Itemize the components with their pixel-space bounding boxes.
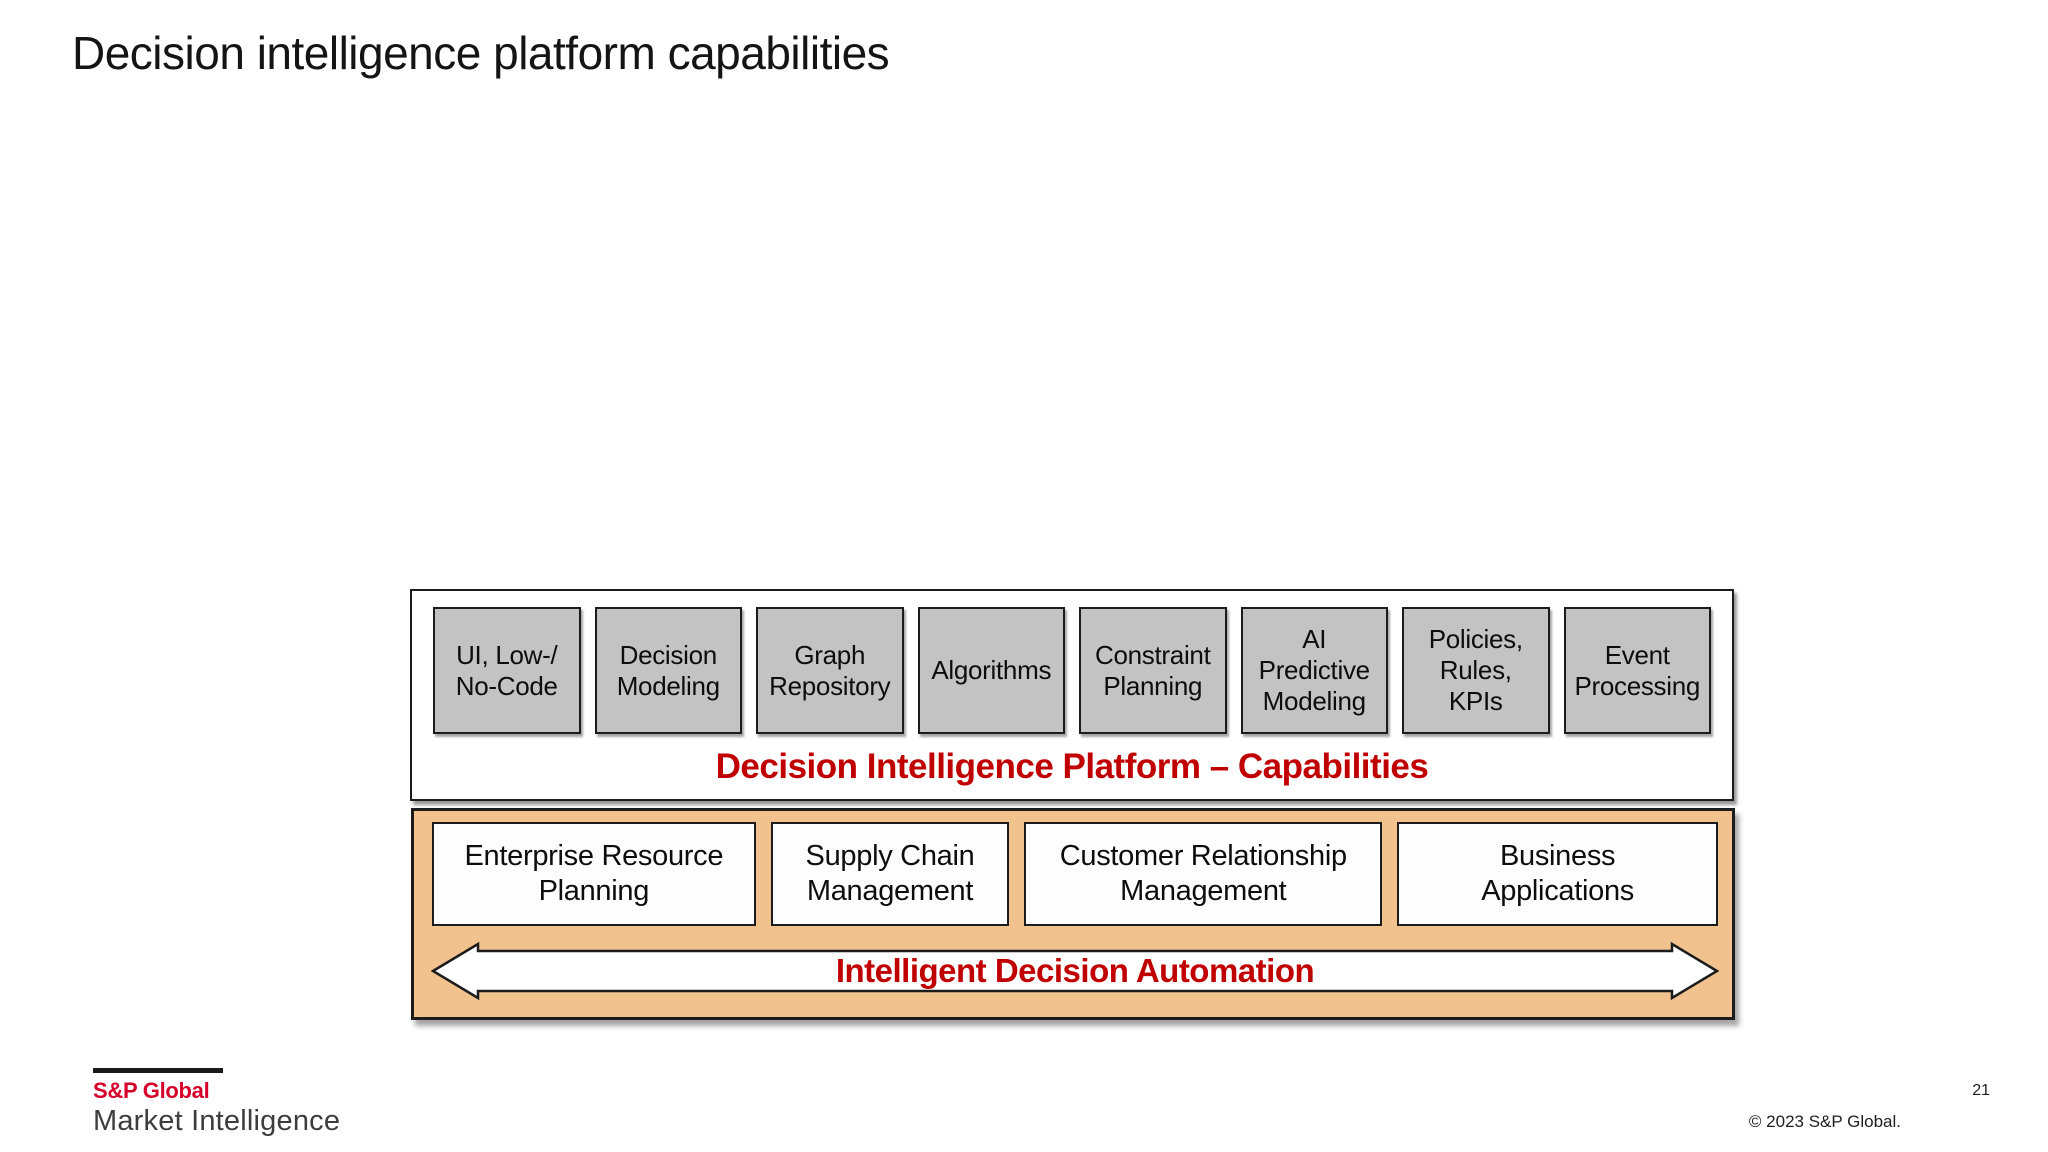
logo-division-name: Market Intelligence [93, 1105, 341, 1137]
capability-box-graph-repository: Graph Repository [756, 607, 904, 734]
platform-capabilities-container: UI, Low-/ No-Code Decision Modeling Grap… [410, 589, 1734, 801]
business-applications-container: Enterprise Resource Planning Supply Chai… [411, 808, 1735, 1020]
double-arrow-icon [431, 942, 1719, 1000]
capability-box-decision-modeling: Decision Modeling [594, 607, 742, 734]
capability-row: UI, Low-/ No-Code Decision Modeling Grap… [433, 607, 1711, 734]
app-box-supply-chain-management: Supply Chain Management [770, 822, 1010, 926]
logo-bar [93, 1068, 223, 1073]
capability-box-event-processing: Event Processing [1563, 607, 1711, 734]
capability-box-constraint-planning: Constraint Planning [1079, 607, 1227, 734]
app-box-business-applications: Business Applications [1397, 822, 1718, 926]
capability-box-policies-rules-kpis: Policies, Rules, KPIs [1402, 607, 1550, 734]
page-number: 21 [1972, 1082, 1990, 1099]
app-box-customer-relationship-management: Customer Relationship Management [1024, 822, 1383, 926]
capability-box-ai-predictive-modeling: AI Predictive Modeling [1240, 607, 1388, 734]
platform-caption: Decision Intelligence Platform – Capabil… [715, 747, 1429, 786]
capability-box-algorithms: Algorithms [917, 607, 1065, 734]
automation-caption: Intelligent Decision Automation [835, 952, 1315, 989]
intelligent-decision-automation-arrow: Intelligent Decision Automation [431, 942, 1719, 1000]
capability-box-ui-low-no-code: UI, Low-/ No-Code [433, 607, 581, 734]
copyright-notice: © 2023 S&P Global. [1748, 1112, 1901, 1131]
app-box-enterprise-resource-planning: Enterprise Resource Planning [432, 822, 756, 926]
page-title: Decision intelligence platform capabilit… [72, 27, 890, 79]
sp-global-logo: S&P Global Market Intelligence [93, 1068, 340, 1138]
application-row: Enterprise Resource Planning Supply Chai… [432, 822, 1718, 926]
logo-brand-name: S&P Global [93, 1078, 210, 1103]
